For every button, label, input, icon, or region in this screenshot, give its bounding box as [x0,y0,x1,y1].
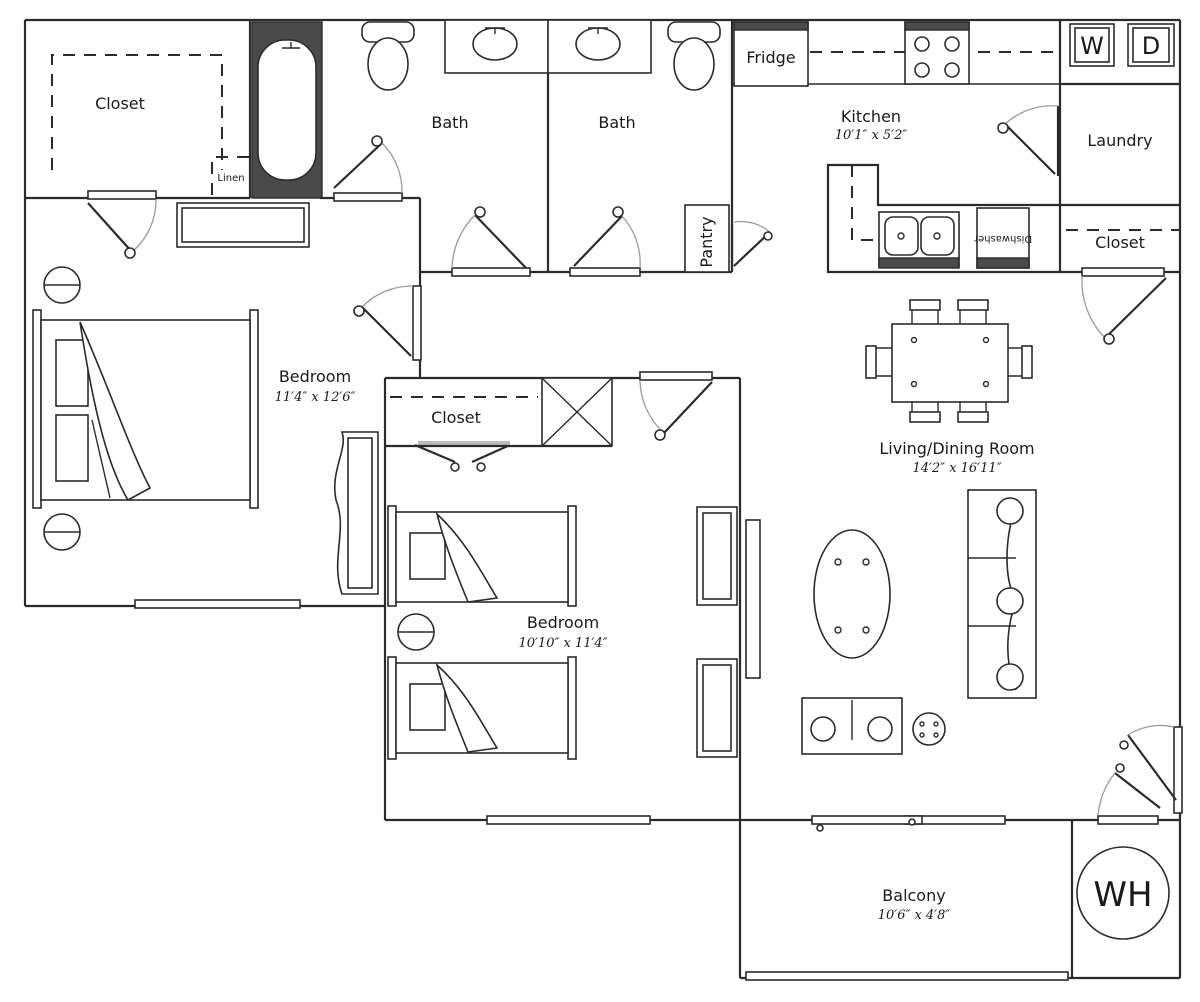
bath-1-label: Bath [431,113,468,132]
bedroom-2-label: Bedroom [527,613,599,632]
pantry-label: Pantry [697,216,716,267]
doors [87,105,1183,832]
washer: W [1069,23,1115,67]
master-bed [32,309,259,509]
bedroom-master-dimensions: 11′4″ x 12′6″ [275,390,356,405]
water-heater-label: WH [1093,875,1152,915]
bedroom-2-dimensions: 10′10″ x 11′4″ [518,636,607,651]
stove [904,21,970,85]
dryer-label: D [1142,32,1160,60]
closet-bedroom2-label: Closet [431,408,481,427]
kitchen-sink [878,211,960,269]
dishwasher: Dishwasher [973,207,1032,269]
fridge-label: Fridge [746,48,795,67]
kitchen-island-counter [826,163,1060,274]
toilet-2 [667,21,721,91]
water-heater: WH [1076,846,1170,940]
kitchen-label: Kitchen [841,107,901,126]
side-table [912,712,946,746]
fridge: Fridge [733,21,809,87]
twin-bed-1 [387,505,577,607]
bath-2-label: Bath [598,113,635,132]
bedroom-master-label: Bedroom [279,367,351,386]
kitchen-dimensions: 10′1″ x 5′2″ [835,128,908,143]
dishwasher-label: Dishwasher [973,233,1032,244]
vanity-bath-2 [547,19,652,74]
loveseat [801,697,903,755]
washer-label: W [1080,32,1104,60]
bathtub [251,21,323,199]
bedroom2-dressers [696,506,761,758]
balcony-label: Balcony [882,886,945,905]
balcony-dimensions: 10′6″ x 4′8″ [878,908,951,923]
sofa [967,489,1037,699]
bedroom2-closet-storage [385,377,613,448]
dryer: D [1127,23,1175,67]
twin-bed-2 [387,656,577,760]
vanity-bath-1 [444,19,549,74]
laundry-label: Laundry [1087,131,1152,150]
coffee-table [813,529,891,659]
windows [134,599,1159,981]
closet-master-label: Closet [95,94,145,113]
living-dining-dimensions: 14′2″ x 16′11″ [912,461,1001,476]
bedroom2-nightstand [397,613,435,651]
room-labels: Closet Linen Bath Bath Kitchen 10′1″ x 5… [95,94,1153,923]
master-nightstands [43,266,81,551]
master-dresser-side [334,431,379,595]
closet-hall-label: Closet [1095,233,1145,252]
toilet-1 [361,21,415,91]
pantry: Pantry [684,204,730,273]
linen-label: Linen [217,173,244,184]
living-dining-label: Living/Dining Room [879,439,1034,458]
closet-shelf-lines [51,51,1180,398]
master-dresser-top [176,202,310,248]
dining-table [865,299,1033,423]
